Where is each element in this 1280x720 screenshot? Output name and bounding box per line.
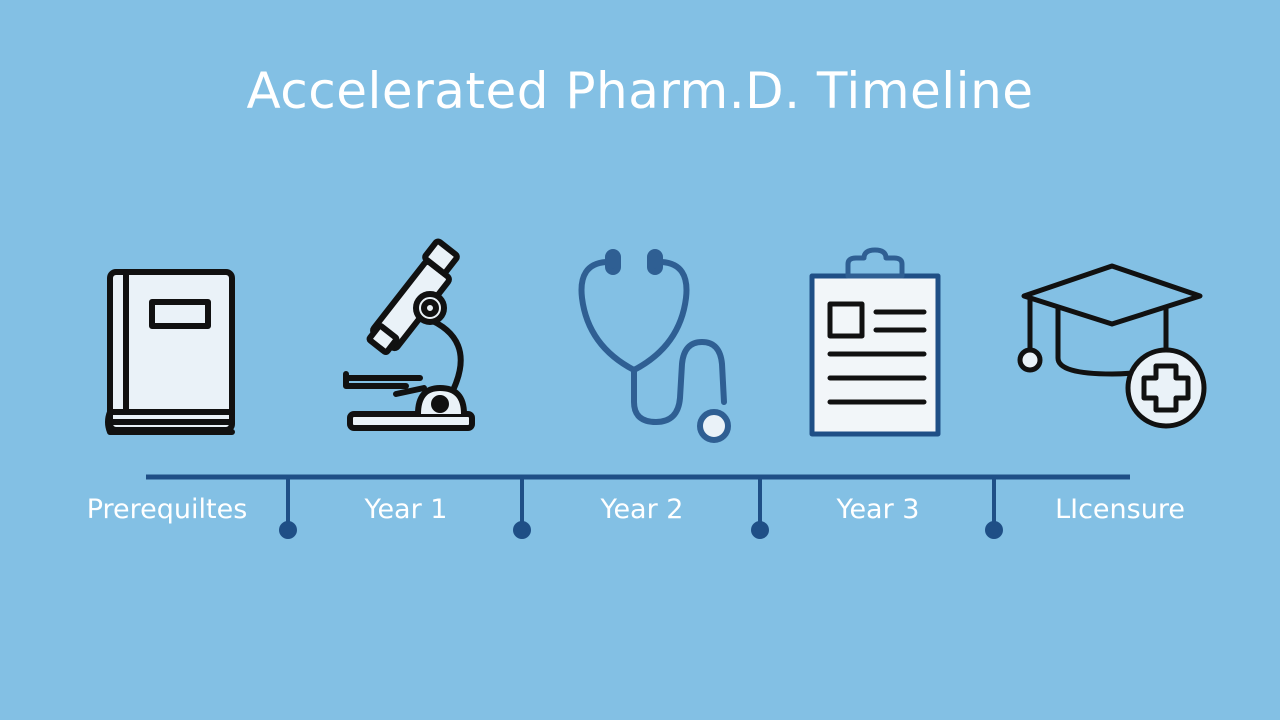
book-icon	[96, 262, 246, 442]
stage-label-year-2: Year 2	[600, 494, 684, 525]
page-title: Accelerated Pharm.D. Timeline	[246, 62, 1034, 120]
timeline-tick	[985, 479, 1003, 539]
timeline-tick	[513, 479, 531, 539]
stethoscope-icon	[570, 246, 740, 446]
stage-label-licensure: LIcensure	[1055, 494, 1185, 525]
microscope-icon	[336, 238, 486, 438]
timeline-tick	[751, 479, 769, 539]
graduation-cap-medical-icon	[1010, 258, 1220, 432]
clipboard-icon	[800, 246, 950, 442]
stage-label-prerequisites: Prerequiltes	[86, 494, 248, 525]
stage-label-year-1: Year 1	[364, 494, 448, 525]
stage-label-year-3: Year 3	[836, 494, 920, 525]
timeline-tick	[279, 479, 297, 539]
